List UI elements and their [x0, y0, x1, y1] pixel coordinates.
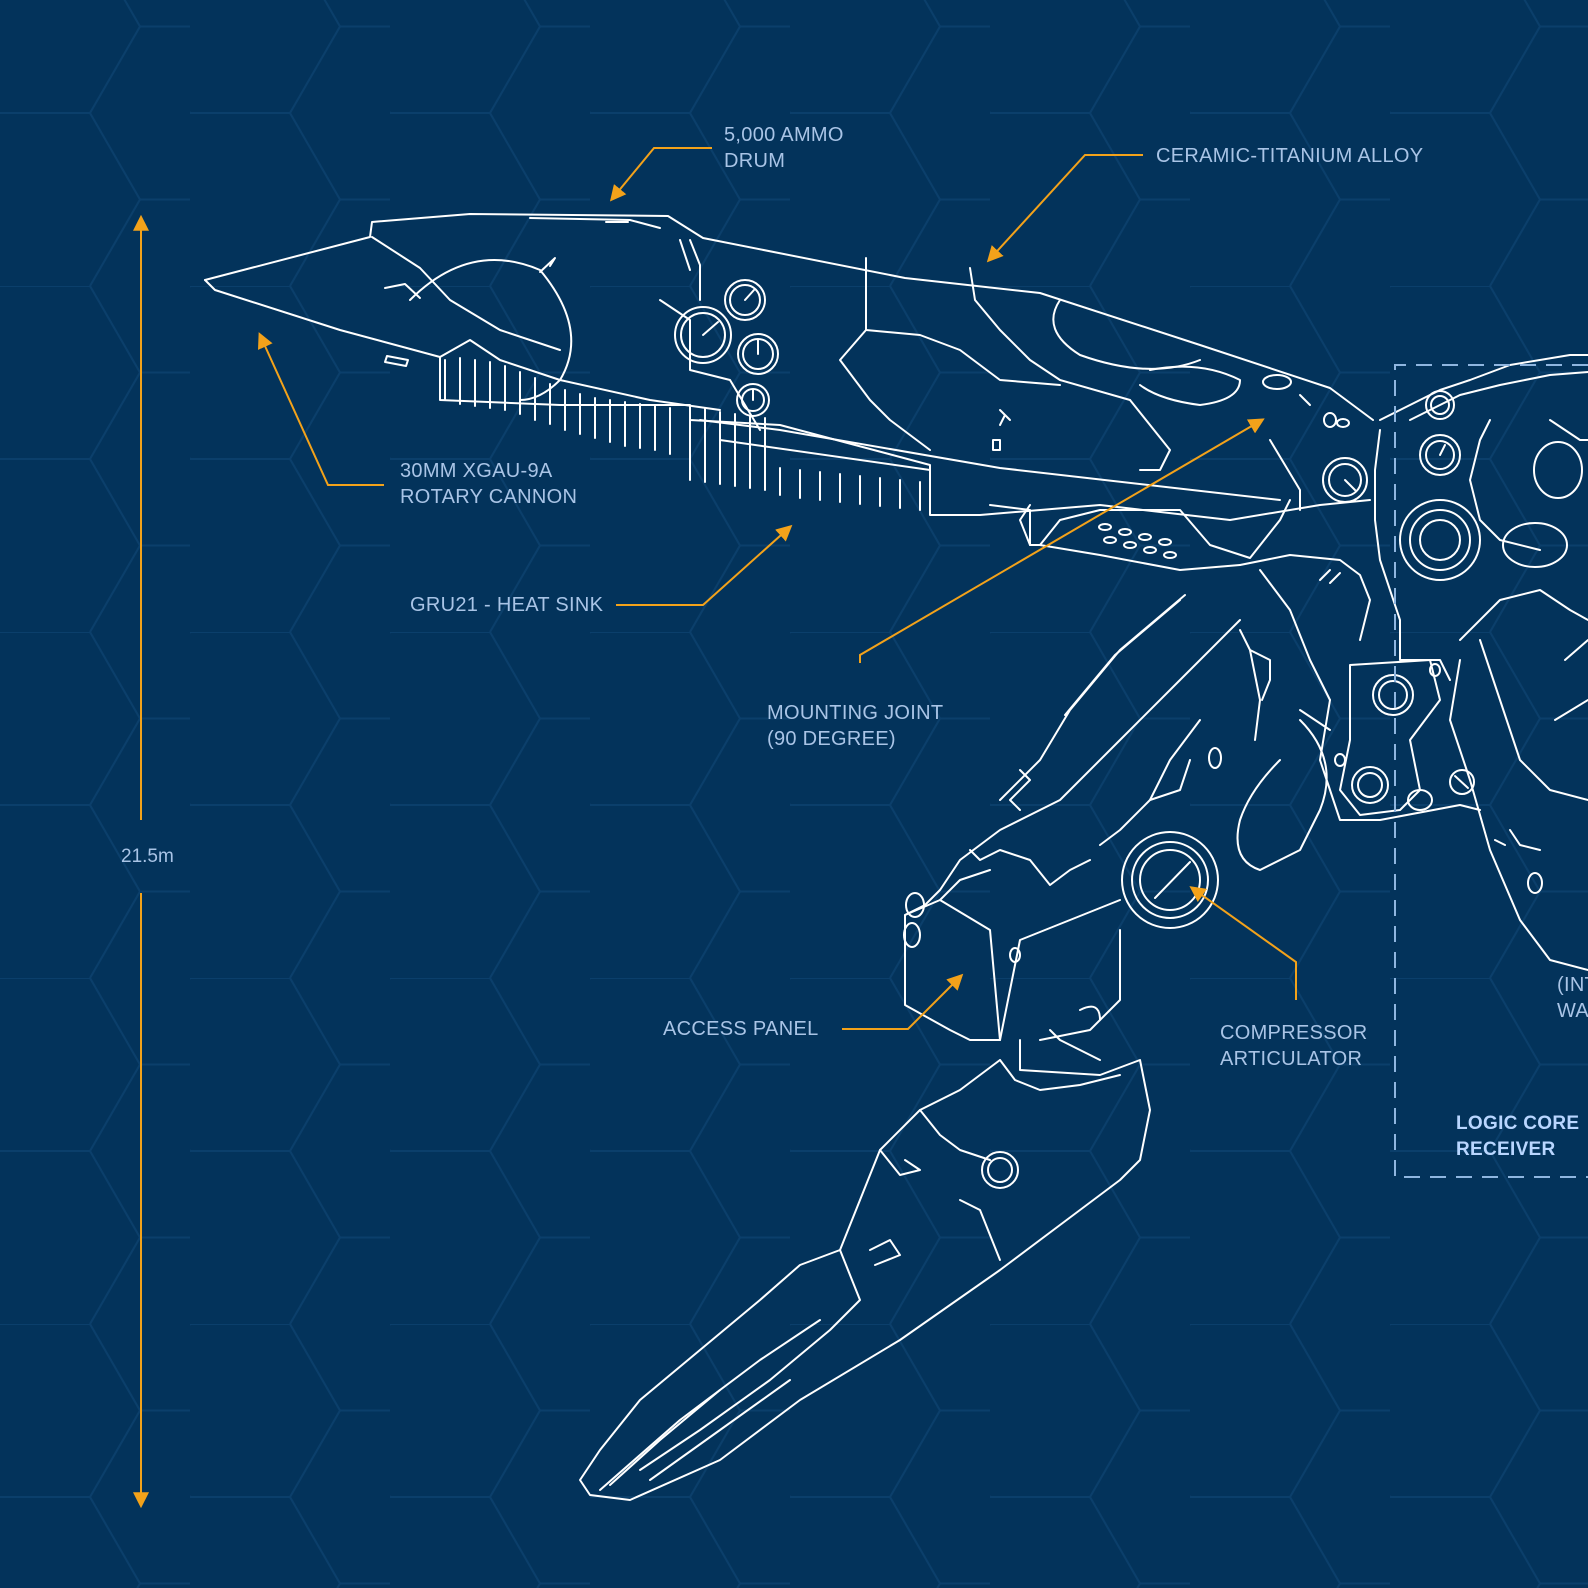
- compressor-articulator-label-line1: COMPRESSOR: [1220, 1022, 1368, 1044]
- heat-sink-label: GRU21 - HEAT SINK: [410, 594, 604, 616]
- ammo-drum-label-line2: DRUM: [724, 150, 786, 172]
- mounting-joint-label: MOUNTING JOINT (90 DEGREE): [767, 700, 943, 752]
- logic-core-receiver-label: LOGIC CORE RECEIVER: [1456, 1111, 1579, 1163]
- ammo-drum-label-line1: 5,000 AMMO: [724, 124, 844, 146]
- callout-leader-lines: [257, 147, 1297, 1030]
- logic-core-receiver-label-line1: LOGIC CORE: [1456, 1113, 1580, 1134]
- logic-core-dashed-box: [1394, 364, 1588, 1178]
- partial-cutoff-label-line1: (INT: [1557, 974, 1588, 996]
- partial-cutoff-label: (INT WA: [1557, 972, 1588, 1024]
- mech-line-art: [204, 213, 1588, 1501]
- mounting-joint-label-line1: MOUNTING JOINT: [767, 702, 944, 724]
- access-panel-label: ACCESS PANEL: [663, 1018, 819, 1040]
- ceramic-alloy-label: CERAMIC-TITANIUM ALLOY: [1156, 145, 1424, 167]
- rotary-cannon-label-line2: ROTARY CANNON: [400, 486, 578, 508]
- ammo-drum-label: 5,000 AMMO DRUM: [724, 122, 844, 174]
- rotary-cannon-label-line1: 30MM XGAU-9A: [400, 460, 553, 482]
- mounting-joint-label-line2: (90 DEGREE): [767, 728, 896, 750]
- compressor-articulator-label: COMPRESSOR ARTICULATOR: [1220, 1020, 1367, 1072]
- compressor-articulator-label-line2: ARTICULATOR: [1220, 1048, 1363, 1070]
- partial-cutoff-label-line2: WA: [1557, 1000, 1588, 1022]
- rotary-cannon-label: 30MM XGAU-9A ROTARY CANNON: [400, 458, 577, 510]
- logic-core-receiver-label-line2: RECEIVER: [1456, 1139, 1556, 1160]
- height-dimension-label: 21.5m: [121, 846, 174, 867]
